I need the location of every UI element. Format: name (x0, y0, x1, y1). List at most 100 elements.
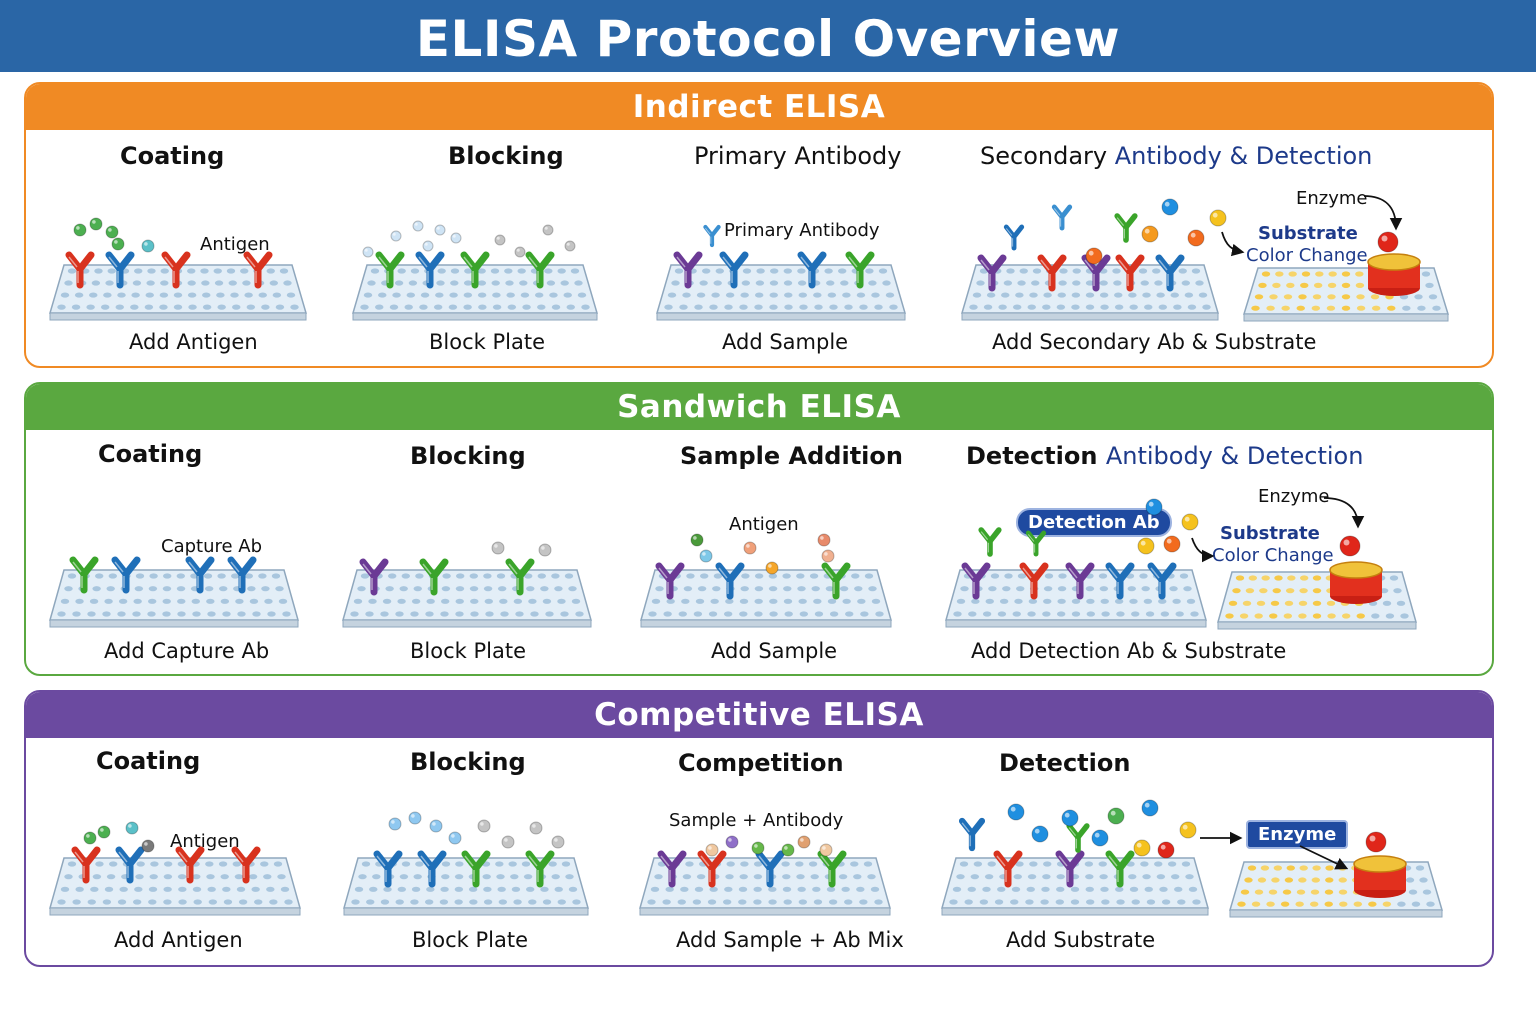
plate-well (1156, 874, 1166, 880)
plate-well (148, 899, 157, 905)
plate-well (826, 886, 836, 892)
antibody-icon (115, 846, 145, 884)
plate-well (240, 268, 249, 274)
plate-well (546, 280, 556, 286)
plate-well (1131, 611, 1140, 617)
antibody-icon (111, 556, 141, 594)
plate-well (87, 899, 96, 905)
plate-well (499, 598, 508, 604)
plate-well (91, 280, 101, 286)
plate-well (868, 586, 877, 592)
antibody-icon (845, 251, 875, 289)
plate-well (1129, 886, 1139, 892)
plate-well (813, 292, 822, 298)
molecule-dot (1085, 247, 1103, 265)
plate-well (1027, 611, 1036, 617)
plate-well (1099, 874, 1108, 880)
plate-well (755, 280, 765, 286)
molecule-highlight (451, 834, 455, 838)
plate-well (1310, 889, 1320, 895)
plate-well (173, 292, 183, 298)
plate-well (1072, 280, 1081, 286)
plate-well (725, 598, 734, 604)
plate-well (1269, 294, 1278, 300)
plate-well (889, 304, 898, 310)
plate-well (492, 304, 502, 310)
plate-well (247, 586, 256, 592)
molecule-highlight (100, 828, 104, 832)
plate-well (1188, 886, 1198, 892)
plate-well (713, 573, 723, 579)
plate-well (513, 899, 522, 905)
plate-well (681, 598, 690, 604)
plate-well (986, 292, 996, 298)
plate-well (565, 874, 574, 880)
plate-well (1414, 294, 1423, 300)
plate-well (109, 861, 118, 867)
plate-well (537, 304, 546, 310)
plate-well (248, 874, 258, 880)
plate-well (216, 292, 225, 298)
plate-well (1271, 877, 1280, 883)
plate-well (455, 598, 464, 604)
substrate-dish-top (1353, 855, 1407, 873)
plate-well (105, 280, 114, 286)
plate-well (1341, 271, 1351, 277)
plate-well (1055, 899, 1065, 905)
antibody-icon (977, 254, 1007, 292)
plate-well (1286, 282, 1295, 288)
plate-well (554, 586, 563, 592)
plate-well (1116, 611, 1125, 617)
plate-well (1195, 280, 1204, 286)
plate-well (784, 611, 793, 617)
plate-well (1139, 573, 1148, 579)
antibody-icon (719, 251, 749, 289)
plate-well (277, 874, 286, 880)
plate-well (545, 611, 554, 617)
plate-well (147, 268, 156, 274)
antibody-icon (1065, 562, 1095, 600)
microplate-edge (945, 619, 1207, 628)
plate-well (1159, 886, 1168, 892)
plate-well (401, 861, 411, 867)
plate-well (463, 280, 473, 286)
plate-well (1339, 901, 1348, 907)
plate-well (742, 268, 752, 274)
plate-well (756, 268, 765, 274)
molecule-dot (388, 817, 402, 831)
plate-well (827, 598, 837, 604)
plate-well (829, 304, 838, 310)
plate-well (92, 586, 101, 592)
plate-well (1245, 588, 1255, 594)
plate-well (540, 886, 549, 892)
plate-well (496, 874, 505, 880)
plate-well (1169, 586, 1178, 592)
plate-well (177, 598, 186, 604)
plate-well (162, 598, 171, 604)
plate-well (176, 573, 185, 579)
antibody-icon (417, 850, 447, 888)
indirect-primary-title: Primary Antibody (694, 142, 902, 170)
sandwich-substrate-text: Substrate (1220, 523, 1320, 544)
plate-well (1175, 611, 1184, 617)
plate-well (1167, 861, 1177, 867)
microplate-edge (639, 907, 891, 916)
plate-well (1010, 899, 1019, 905)
plate-well (483, 573, 492, 579)
plate-well (1256, 600, 1266, 606)
plate-well (1248, 575, 1258, 581)
plate-well (135, 573, 145, 579)
indirect-secondary-title: Secondary Antibody & Detection (980, 142, 1372, 170)
plate-well (517, 268, 526, 274)
competitive-blocking-caption: Block Plate (412, 928, 528, 952)
plate-well (1326, 600, 1336, 606)
plate-well (952, 886, 962, 892)
plate-well (960, 586, 969, 592)
plate-well (261, 304, 270, 310)
plate-well (1158, 304, 1168, 310)
molecule-highlight (432, 822, 436, 826)
plate-well (990, 573, 1000, 579)
plate-well (67, 268, 77, 274)
plate-well (455, 611, 464, 617)
molecule-highlight (1010, 806, 1016, 812)
